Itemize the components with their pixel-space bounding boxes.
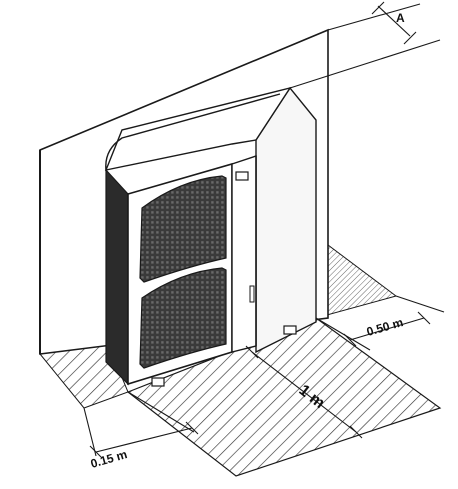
unit-top-face	[104, 86, 292, 171]
unit-foot-left	[151, 377, 165, 387]
unit-left-side	[105, 168, 129, 386]
dimension-side	[315, 295, 445, 351]
unit-side-face	[255, 86, 317, 354]
fan-grille-upper	[139, 175, 227, 283]
label-side-clearance: 0.50 m	[365, 315, 405, 339]
unit-foot-right	[283, 325, 297, 335]
fan-grille-lower	[139, 267, 227, 369]
dimension-a	[289, 1, 441, 89]
unit-service-panel	[231, 155, 257, 353]
label-rear-clearance: A	[396, 11, 405, 25]
unit-handle	[235, 171, 249, 181]
dimension-left	[83, 391, 199, 459]
dimension-front	[245, 345, 363, 439]
